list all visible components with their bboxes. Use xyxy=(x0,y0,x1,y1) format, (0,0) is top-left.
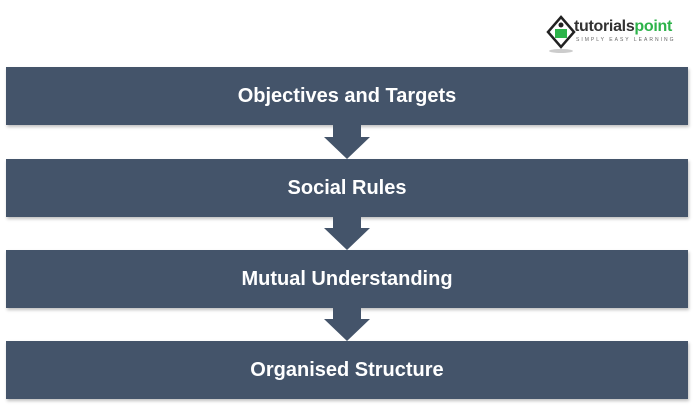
step-box-mutual-understanding: Mutual Understanding xyxy=(6,250,688,308)
down-arrow-icon xyxy=(324,217,370,250)
down-arrow-icon xyxy=(324,308,370,341)
step-box-social-rules: Social Rules xyxy=(6,159,688,217)
tutorialspoint-logo: tutorialspoint SIMPLY EASY LEARNING xyxy=(546,14,691,54)
step-box-organised-structure: Organised Structure xyxy=(6,341,688,399)
logo-tagline: SIMPLY EASY LEARNING xyxy=(576,37,676,43)
down-arrow-icon xyxy=(324,125,370,159)
logo-name: tutorialspoint xyxy=(574,18,673,35)
step-box-objectives: Objectives and Targets xyxy=(6,67,688,125)
logo-diamond-icon xyxy=(546,15,576,53)
